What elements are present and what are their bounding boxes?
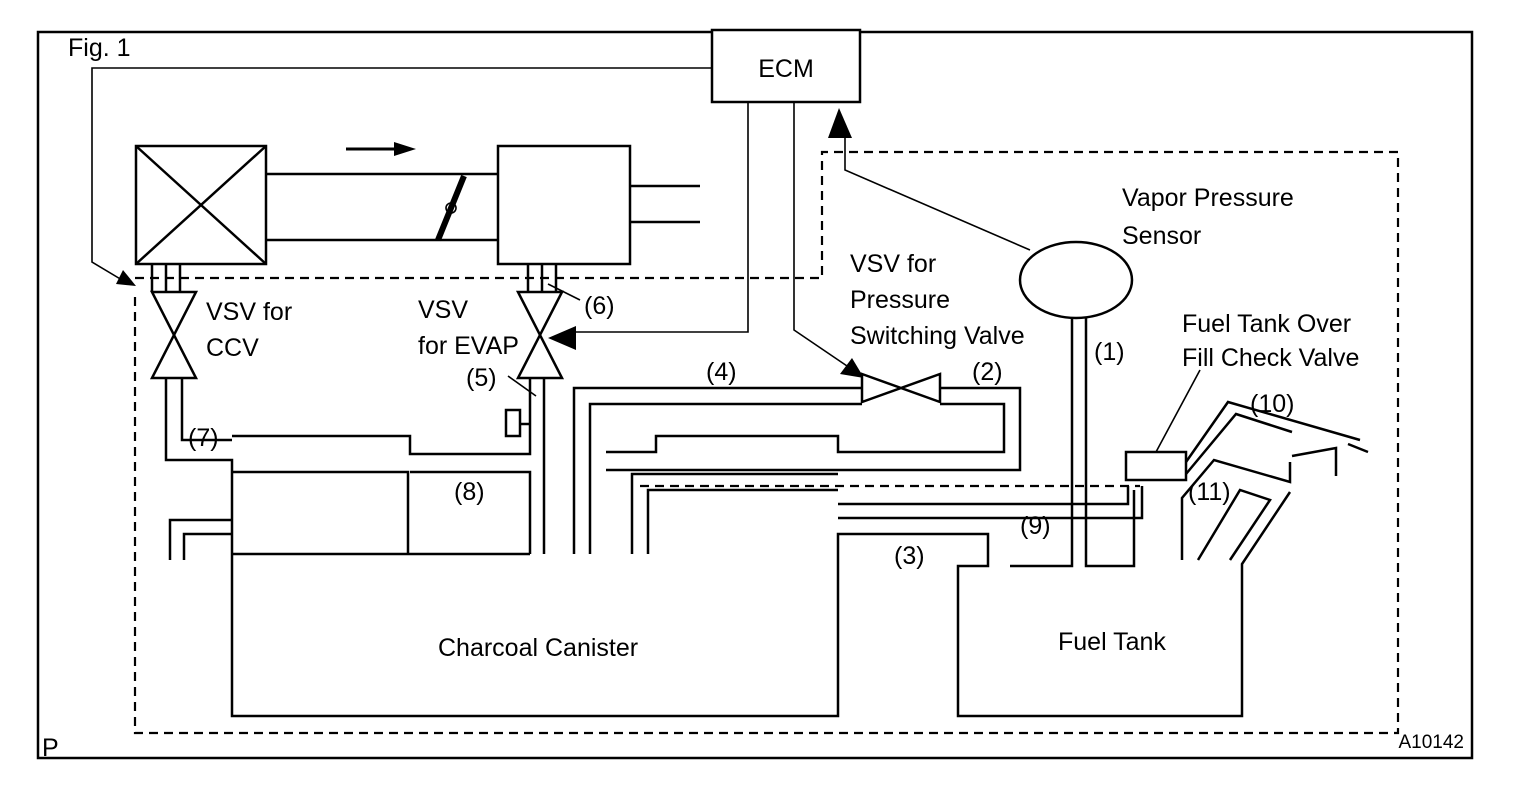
num-7: (7) — [188, 424, 219, 452]
vsv-evap-label-1: VSV — [418, 296, 468, 324]
fill-check-valve — [1124, 450, 1188, 482]
ecm-to-evap-line — [572, 102, 749, 333]
figure-code: A10142 — [1398, 732, 1464, 753]
ecm-box — [710, 28, 862, 104]
dashed-boundary — [133, 150, 1400, 735]
fill-check-label-2: Fill Check Valve — [1182, 344, 1359, 372]
ecm-label: ECM — [758, 55, 814, 83]
throttle-valve — [435, 174, 467, 242]
fill-check-label-1: Fuel Tank Over — [1182, 310, 1351, 338]
charcoal-canister — [230, 472, 1292, 718]
sensor-arrow-icon — [828, 108, 852, 138]
num-4: (4) — [706, 358, 737, 386]
num-11: (11) — [1188, 478, 1231, 506]
ccv-arrow-icon — [116, 270, 136, 286]
air-flow-arrow-icon — [394, 142, 416, 156]
vsv-evap-valve — [515, 290, 565, 380]
sensor-to-ecm-line — [844, 130, 1031, 251]
vsv-ccv-valve — [149, 290, 199, 380]
evap-arrow-icon — [548, 326, 576, 350]
vsv-evap-label-2: for EVAP — [418, 332, 519, 360]
charcoal-canister-label: Charcoal Canister — [438, 634, 638, 662]
num-1: (1) — [1094, 338, 1125, 366]
psv-valve — [860, 372, 942, 404]
vapor-pressure-sensor — [1018, 240, 1134, 320]
num-5: (5) — [466, 364, 497, 392]
psv-label-1: VSV for — [850, 250, 936, 278]
evap-port — [504, 408, 522, 438]
fig-label: Fig. 1 — [68, 34, 131, 62]
ecm-to-psv-line — [793, 102, 851, 369]
num-2: (2) — [972, 358, 1003, 386]
corner-mark: P — [42, 734, 59, 762]
vsv-ccv-label-2: CCV — [206, 334, 259, 362]
psv-label-2: Pressure — [850, 286, 950, 314]
psv-label-3: Switching Valve — [850, 322, 1025, 350]
num-10: (10) — [1250, 390, 1294, 418]
num-6: (6) — [584, 292, 615, 320]
psv-arrow-icon — [840, 358, 864, 378]
num-3: (3) — [894, 542, 925, 570]
num-8: (8) — [454, 478, 485, 506]
vsv-ccv-label-1: VSV for — [206, 298, 292, 326]
fuel-tank-label: Fuel Tank — [1058, 628, 1166, 656]
vapor-sensor-label-1: Vapor Pressure — [1122, 184, 1294, 212]
ecm-to-ccv-line — [91, 67, 712, 281]
intake-manifold — [496, 144, 632, 266]
num-9: (9) — [1020, 512, 1051, 540]
vapor-sensor-label-2: Sensor — [1122, 222, 1201, 250]
